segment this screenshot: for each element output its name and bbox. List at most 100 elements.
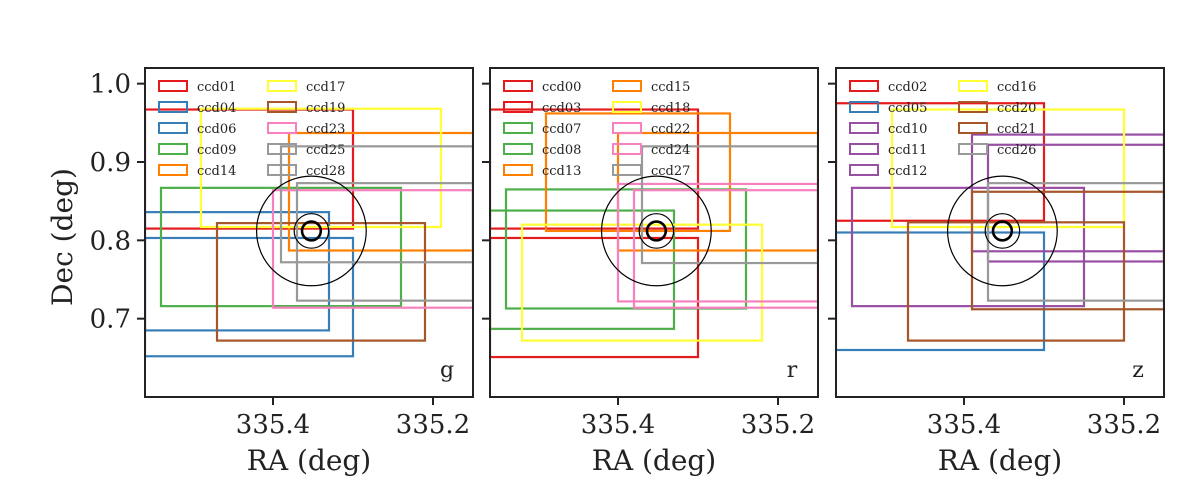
ccd-outline-ccd08 (504, 188, 748, 310)
legend-swatch (612, 122, 642, 134)
legend-entry-ccd15: ccd15 (651, 80, 690, 95)
legend-entry-ccd22: ccd22 (651, 122, 690, 137)
axes-frame (835, 67, 1165, 398)
ccd-outline-ccd21 (970, 190, 1164, 311)
legend-entry-ccd01: ccd01 (197, 80, 236, 95)
x-tick-label: 335.4 (927, 410, 1001, 440)
legend-swatch (158, 122, 188, 134)
legend-entry-ccd19: ccd19 (306, 101, 345, 116)
target-circle (645, 220, 668, 242)
legend-swatch (849, 122, 879, 134)
target-circle (991, 220, 1014, 242)
ccd-outline-ccd04 (145, 211, 331, 332)
x-tick-label: 335.2 (396, 410, 470, 440)
legend-entry-ccd27: ccd27 (651, 164, 690, 179)
ccd-outline-ccd19 (215, 222, 427, 342)
band-label: r (787, 358, 798, 383)
y-tick-label: 0.9 (90, 148, 131, 178)
panel-g: 335.4 335.2 RA (deg) 0.7 0.8 0.9 1.0 g ccd01 ccd0… (90, 67, 474, 477)
y-tick-label: 0.7 (90, 305, 131, 335)
legend-entry-ccd02: ccd02 (888, 80, 927, 95)
ccd-outline-ccd11 (850, 186, 1086, 308)
ccd-outline-ccd00 (490, 236, 700, 359)
legend-entry-ccd05: ccd05 (888, 101, 927, 116)
legend-swatch (958, 80, 988, 92)
legend-swatch (267, 164, 297, 176)
ccd-outline-ccd25 (279, 145, 473, 264)
band-label: g (440, 358, 454, 383)
legend-entry-ccd06: ccd06 (197, 122, 236, 137)
legend-entry-ccd28: ccd28 (306, 164, 345, 179)
ccd-outline-ccd13 (544, 112, 732, 233)
legend-entry-ccd12: ccd12 (888, 164, 927, 179)
target-circle (638, 213, 675, 249)
legend-swatch (158, 80, 188, 92)
legend-swatch (612, 143, 642, 155)
legend-entry-ccd13: ccd13 (542, 164, 581, 179)
legend-swatch (267, 80, 297, 92)
plot-area (836, 102, 1164, 352)
axes-frame (489, 67, 819, 398)
x-axis-label: RA (deg) (247, 444, 371, 477)
ccd-outline-ccd14 (287, 131, 473, 252)
legend-swatch (503, 143, 533, 155)
legend-entry-ccd14: ccd14 (197, 164, 236, 179)
legend-swatch (612, 80, 642, 92)
y-axis-label: Dec (deg) (46, 168, 79, 306)
legend-entry-ccd04: ccd04 (197, 101, 236, 116)
legend-swatch (958, 101, 988, 113)
target-circle (600, 175, 712, 287)
ccd-outline-ccd22 (632, 189, 818, 309)
ccd-outline-ccd27 (640, 145, 818, 265)
legend-entry-ccd11: ccd11 (888, 143, 927, 158)
legend-swatch (958, 122, 988, 134)
legend-swatch (849, 101, 879, 113)
legend-swatch (612, 101, 642, 113)
legend-swatch (158, 143, 188, 155)
legend-swatch (612, 164, 642, 176)
legend-entry-ccd17: ccd17 (306, 80, 345, 95)
legend: ccd00ccd03ccd07ccd08ccd13ccd15ccd18ccd22… (503, 80, 690, 179)
legend-entry-ccd25: ccd25 (306, 143, 345, 158)
legend-swatch (958, 143, 988, 155)
x-axis-label: RA (deg) (592, 444, 716, 477)
legend-swatch (849, 143, 879, 155)
x-tick-label: 335.2 (1087, 410, 1161, 440)
legend-entry-ccd10: ccd10 (888, 122, 927, 137)
legend-swatch (158, 164, 188, 176)
legend-entry-ccd23: ccd23 (306, 122, 345, 137)
legend-swatch (267, 122, 297, 134)
y-tick-label: 0.8 (90, 226, 131, 256)
legend-swatch (849, 164, 879, 176)
plot-area (145, 107, 473, 358)
legend-swatch (849, 80, 879, 92)
x-tick-label: 335.4 (581, 410, 655, 440)
x-axis-label: RA (deg) (938, 444, 1062, 477)
y-tick-label: 1.0 (90, 70, 131, 100)
legend-entry-ccd08: ccd08 (542, 143, 581, 158)
legend-swatch (503, 164, 533, 176)
legend-entry-ccd03: ccd03 (542, 101, 581, 116)
ccd-outline-ccd07 (490, 209, 676, 330)
band-label: z (1132, 358, 1144, 383)
ccd-outline-ccd20 (906, 221, 1126, 342)
legend-entry-ccd18: ccd18 (651, 101, 690, 116)
plot-area (490, 108, 818, 359)
ccd-outline-ccd06 (145, 236, 355, 358)
x-tick-label: 335.4 (236, 410, 310, 440)
ccd-outline-ccd23 (271, 189, 473, 309)
legend: ccd02ccd05ccd10ccd11ccd12ccd16ccd20ccd21… (849, 80, 1036, 179)
axes-frame (144, 67, 474, 398)
ccd-outline-ccd02 (836, 102, 1046, 222)
legend-entry-ccd16: ccd16 (997, 80, 1036, 95)
target-circle (293, 213, 330, 249)
legend-entry-ccd24: ccd24 (651, 143, 690, 158)
legend-swatch (267, 101, 297, 113)
ccd-outline-ccd24 (616, 182, 818, 303)
legend-swatch (503, 80, 533, 92)
ccd-outline-ccd16 (890, 108, 1126, 229)
legend-entry-ccd21: ccd21 (997, 122, 1036, 137)
legend-swatch (503, 122, 533, 134)
